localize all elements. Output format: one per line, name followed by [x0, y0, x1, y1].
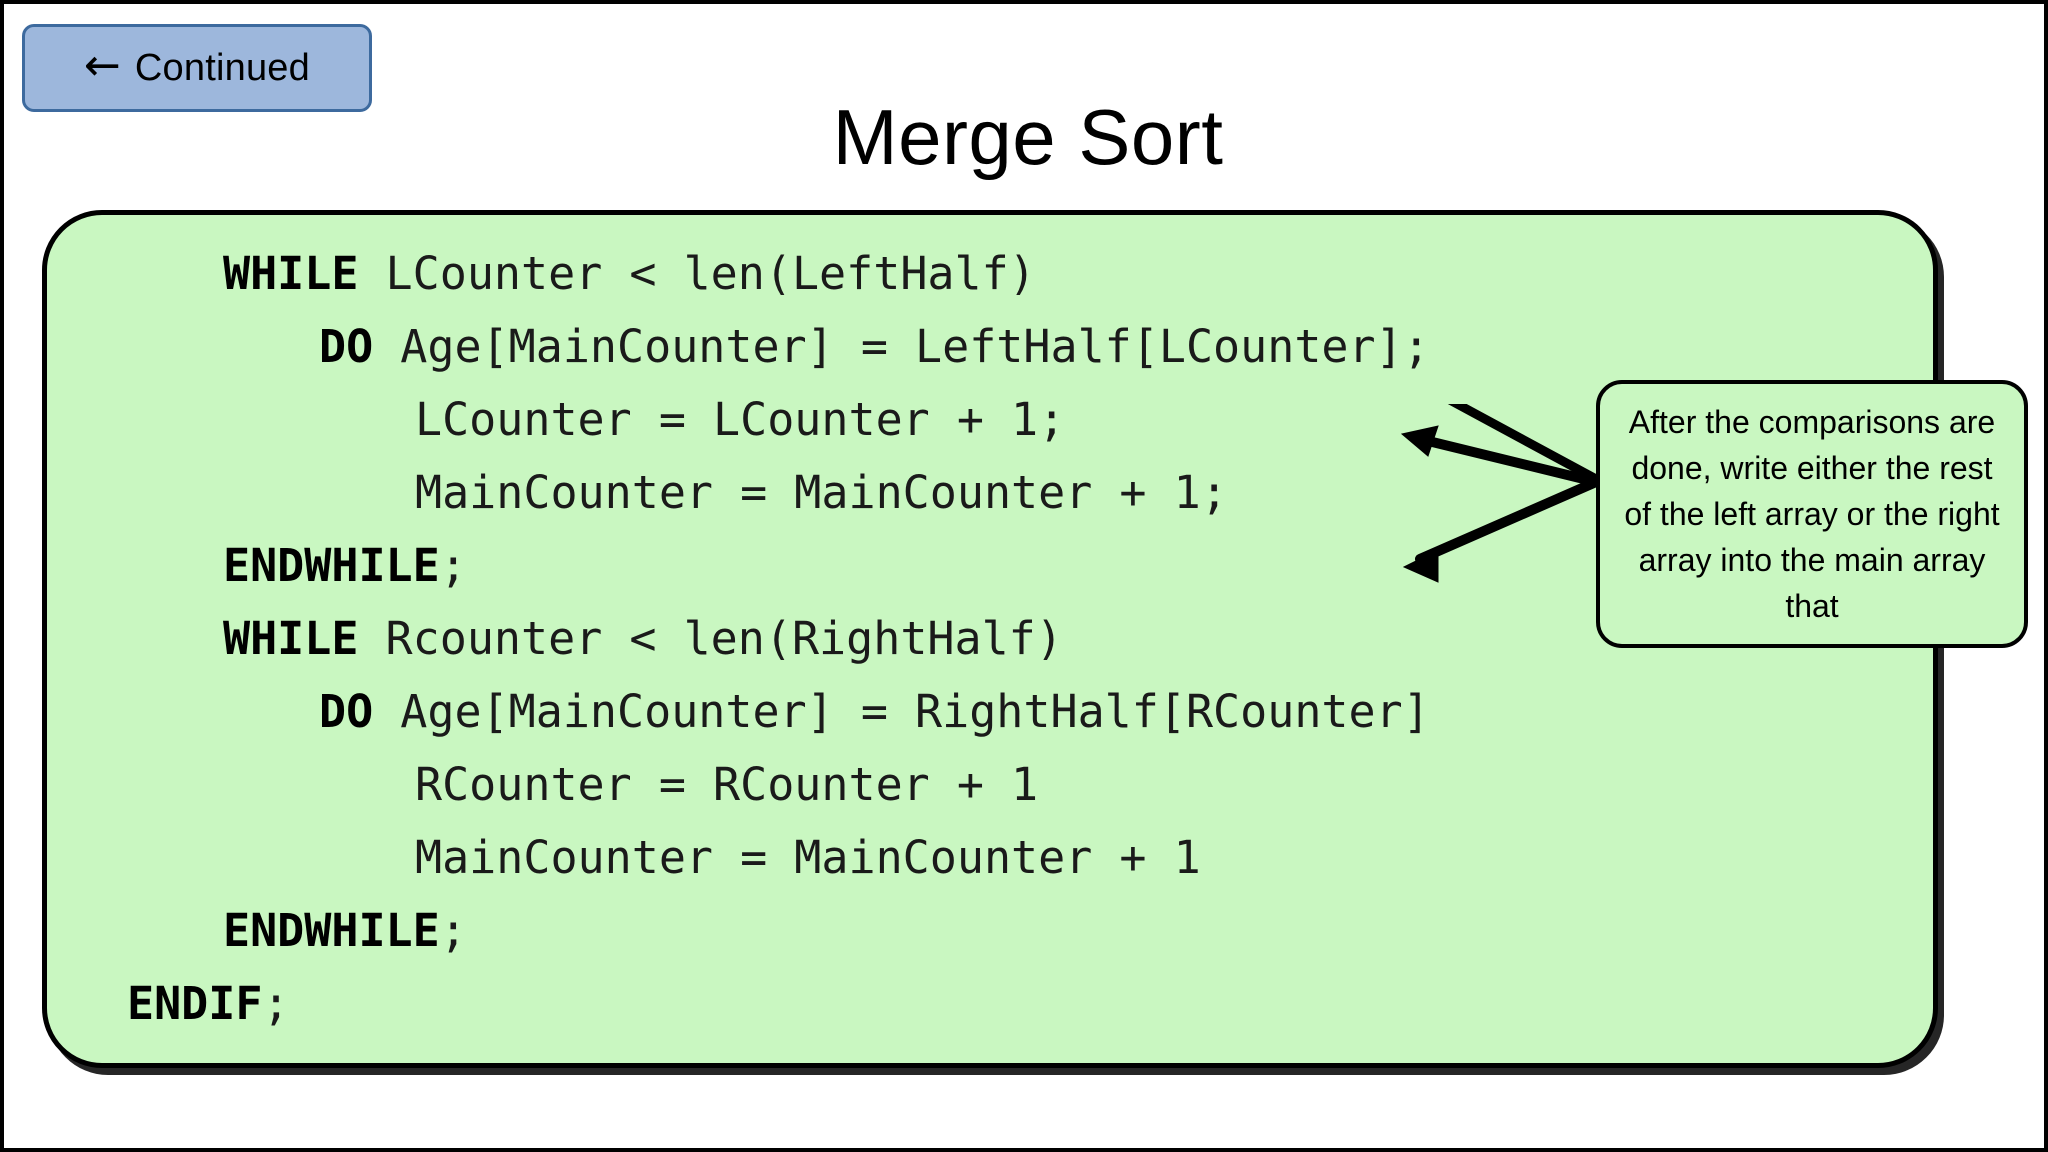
code-text: ; — [439, 539, 467, 592]
code-line: DO Age[MainCounter] = LeftHalf[LCounter]… — [47, 310, 1933, 383]
code-text: RCounter = RCounter + 1 — [415, 758, 1039, 811]
code-keyword: DO — [319, 320, 374, 373]
code-text: Rcounter < len(RightHalf) — [358, 612, 1063, 665]
code-keyword: DO — [319, 685, 374, 738]
code-line: WHILE Rcounter < len(RightHalf) — [47, 602, 1933, 675]
code-text: Age[MainCounter] = RightHalf[RCounter] — [373, 685, 1430, 738]
code-keyword: ENDWHILE — [223, 539, 440, 592]
continued-button-label: Continued — [134, 46, 310, 89]
code-text: ; — [262, 977, 290, 1030]
code-line: ENDWHILE; — [47, 894, 1933, 967]
code-text: MainCounter = MainCounter + 1; — [415, 466, 1228, 519]
callout-box: After the comparisons are done, write ei… — [1596, 380, 2028, 648]
code-line: MainCounter = MainCounter + 1; — [47, 456, 1933, 529]
code-line: LCounter = LCounter + 1; — [47, 383, 1933, 456]
left-arrow-icon: ← — [84, 40, 121, 91]
code-text: Age[MainCounter] = LeftHalf[LCounter]; — [373, 320, 1430, 373]
code-line: ENDWHILE; — [47, 529, 1933, 602]
code-keyword: ENDWHILE — [223, 904, 440, 957]
page-title: Merge Sort — [832, 93, 1224, 181]
code-line: WHILE LCounter < len(LeftHalf) — [47, 237, 1933, 310]
code-keyword: WHILE — [223, 247, 359, 300]
continued-button-content: ← Continued — [84, 40, 310, 91]
code-keyword: ENDIF — [127, 977, 263, 1030]
code-line: MainCounter = MainCounter + 1 — [47, 821, 1933, 894]
code-text: MainCounter = MainCounter + 1 — [415, 831, 1201, 884]
pseudocode-lines: WHILE LCounter < len(LeftHalf)DO Age[Mai… — [47, 237, 1933, 1040]
code-line: RCounter = RCounter + 1 — [47, 748, 1933, 821]
code-text: LCounter = LCounter + 1; — [415, 393, 1066, 446]
callout-text: After the comparisons are done, write ei… — [1624, 404, 2000, 624]
code-text: LCounter < len(LeftHalf) — [358, 247, 1036, 300]
continued-button[interactable]: ← Continued — [22, 24, 372, 112]
code-line: DO Age[MainCounter] = RightHalf[RCounter… — [47, 675, 1933, 748]
code-keyword: WHILE — [223, 612, 359, 665]
code-text: ; — [439, 904, 467, 957]
code-line: ENDIF; — [47, 967, 1933, 1040]
